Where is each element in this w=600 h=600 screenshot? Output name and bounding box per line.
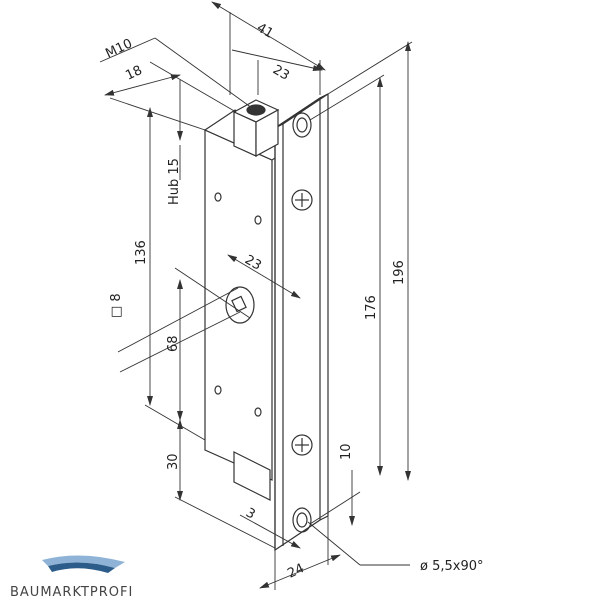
bolt-side: [255, 108, 279, 158]
screw-bottom: [291, 434, 313, 456]
screw-top: [291, 189, 313, 211]
dim-23-cam: 23: [242, 252, 264, 273]
dim-136: 136: [134, 240, 149, 265]
dim-hole: ø 5,5x90°: [420, 559, 484, 574]
dim-3: 3: [243, 505, 258, 522]
dim-hub-15: Hub 15: [167, 158, 182, 205]
dim-square-8: □ 8: [109, 293, 124, 318]
dim-m10: M10: [103, 36, 135, 61]
dim-24: 24: [285, 561, 306, 582]
dim-68: 68: [166, 335, 181, 352]
dim-30: 30: [166, 453, 181, 470]
logo-swoosh-icon: [42, 555, 125, 568]
dimension-lines: [99, 1, 413, 590]
lock-body: [203, 93, 329, 552]
dim-176: 176: [364, 295, 379, 320]
brand-logo: BAUMARKTPROFI: [10, 555, 133, 600]
dim-196: 196: [392, 260, 407, 285]
dim-23-top: 23: [270, 62, 292, 83]
dim-18: 18: [123, 63, 144, 84]
dim-10: 10: [339, 443, 354, 460]
bottom-block: [233, 451, 271, 501]
screw-hole-bottom: [292, 507, 312, 533]
dimension-labels: 41 23 M10 18 Hub 15 136 196 176 23 □ 8 6…: [103, 20, 483, 581]
logo-text: BAUMARKTPROFI: [10, 585, 133, 600]
dim-41: 41: [254, 20, 276, 41]
faceplate: [274, 96, 321, 552]
screw-hole-top: [292, 112, 312, 138]
